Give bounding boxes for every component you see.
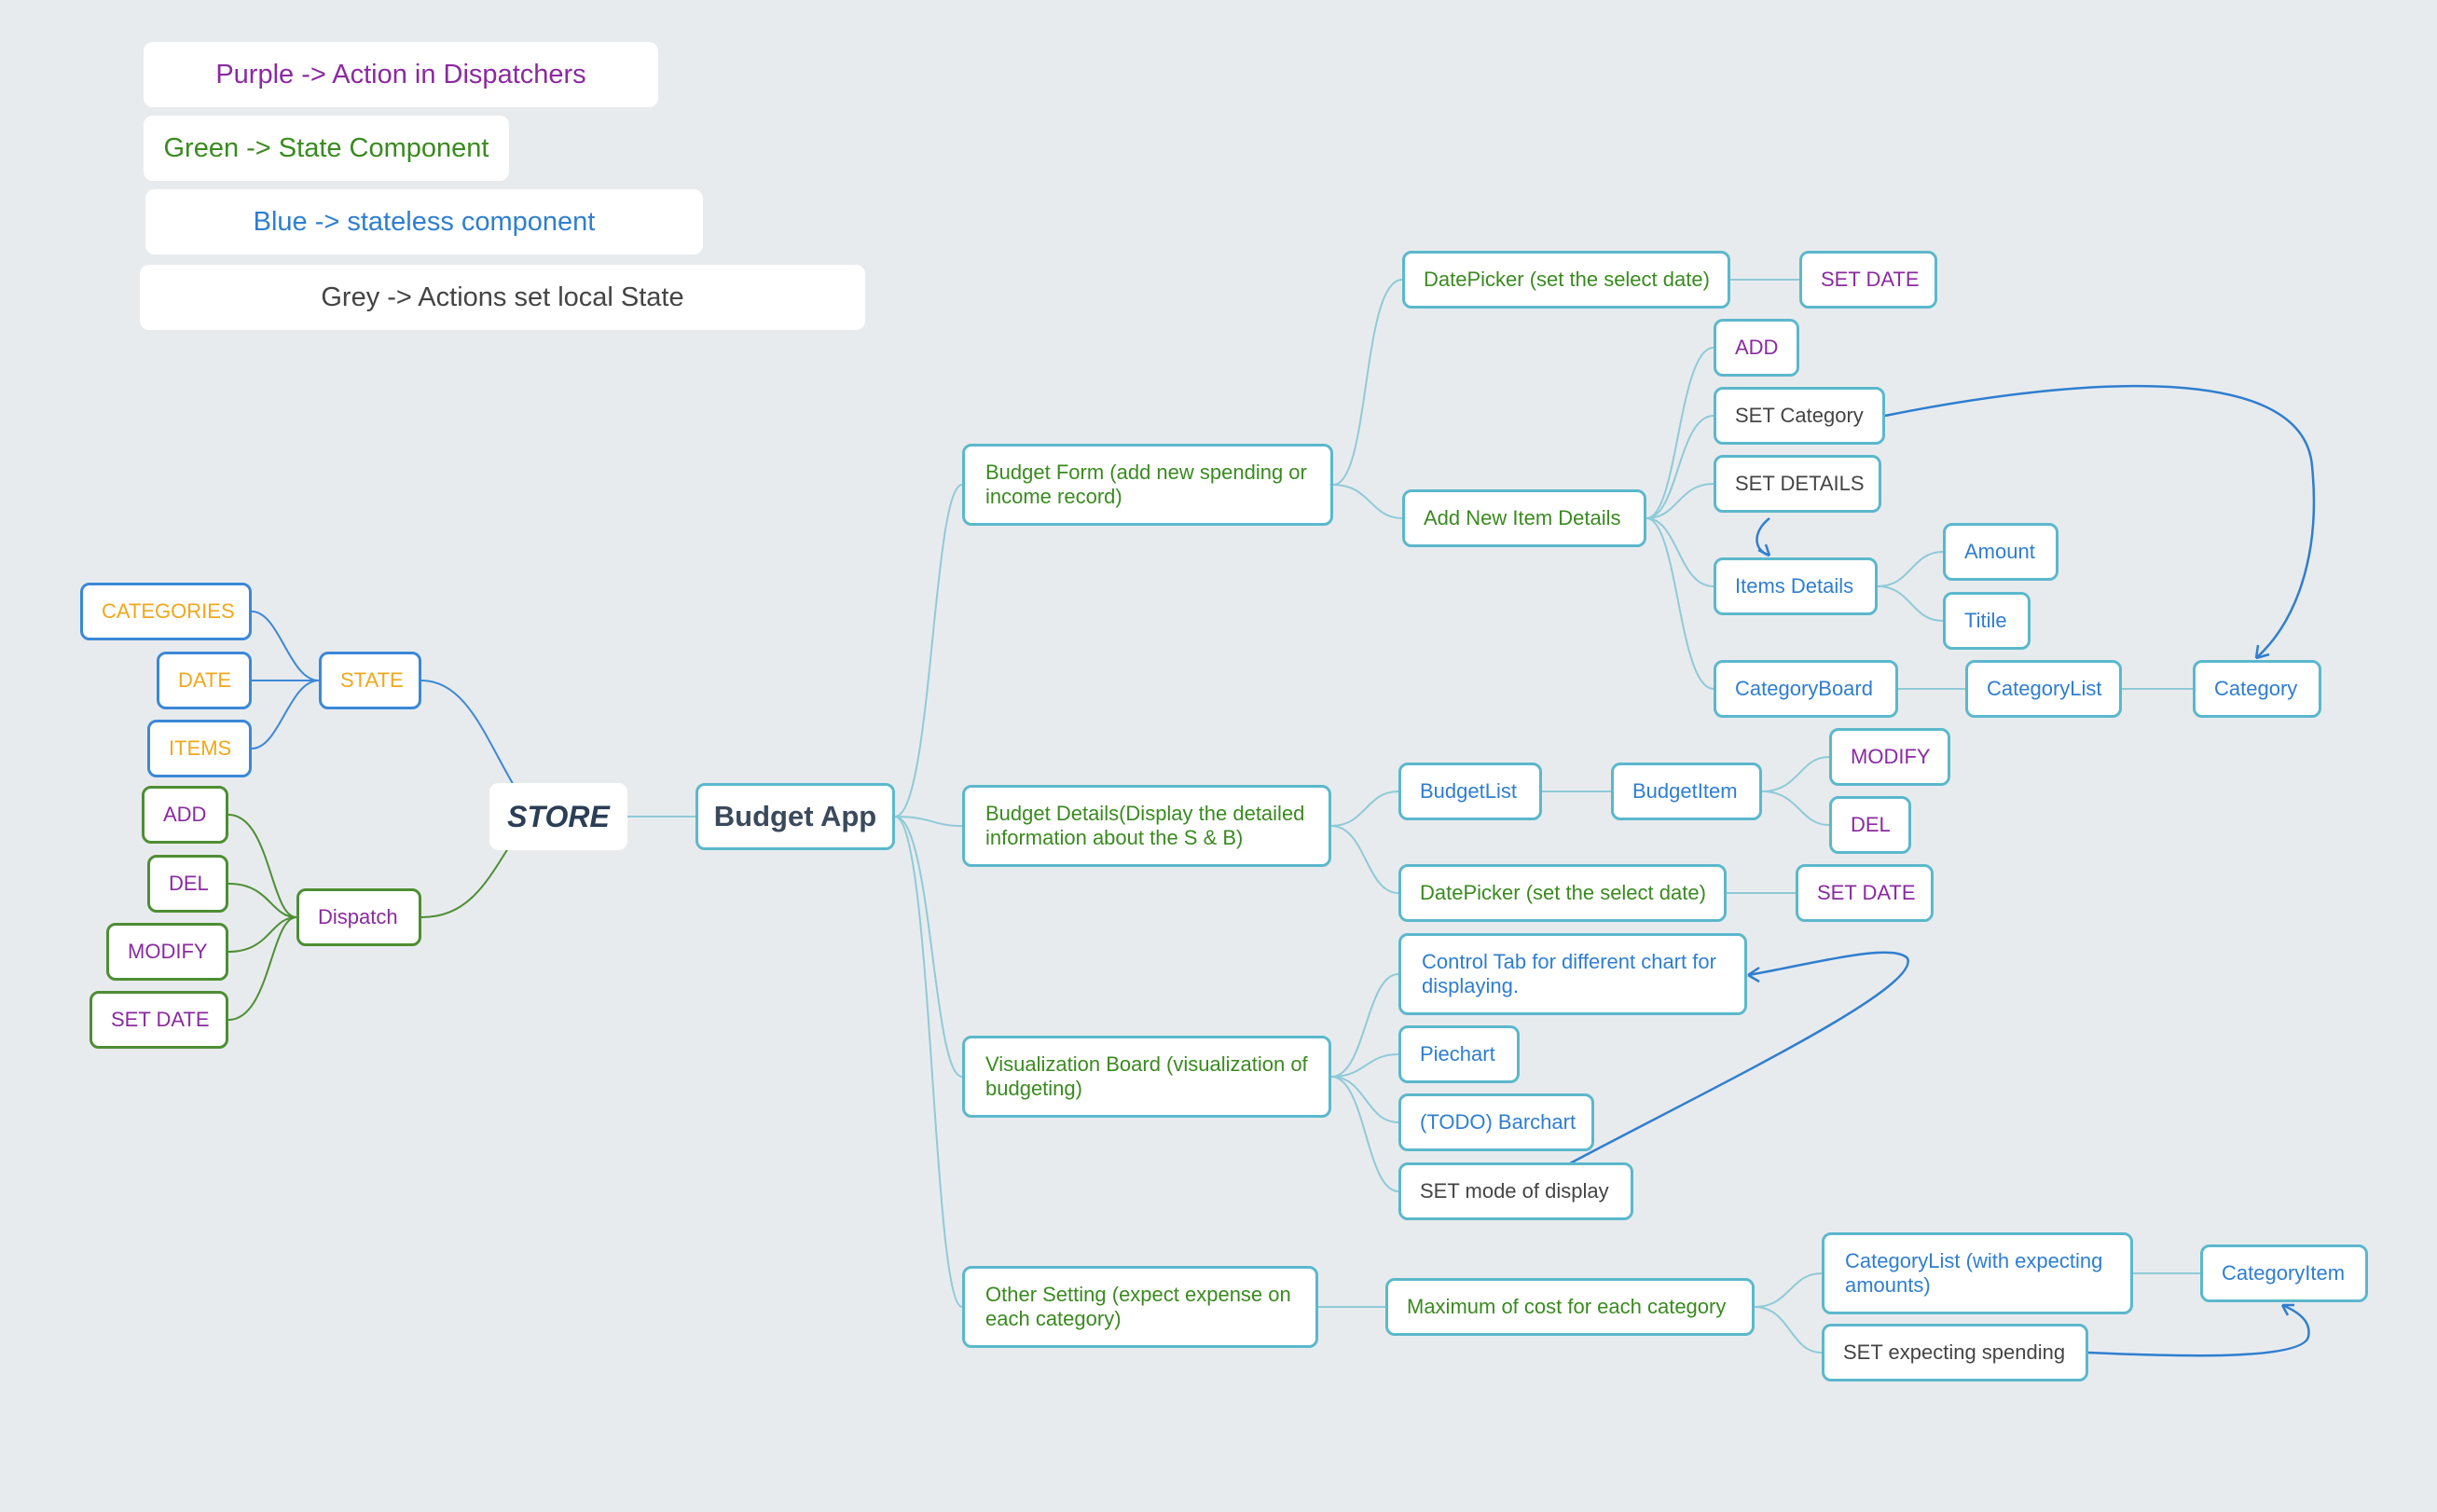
details-datepicker[interactable]: DatePicker (set the select date) (1398, 864, 1727, 922)
add-new-item-details[interactable]: Add New Item Details (1402, 489, 1646, 547)
dispatch-add[interactable]: ADD (142, 786, 228, 844)
budget-list-node[interactable]: BudgetList (1398, 763, 1542, 820)
legend-green: Green -> State Component (144, 116, 509, 181)
legend-grey: Grey -> Actions set local State (140, 265, 865, 330)
budget-details-node[interactable]: Budget Details(Display the detailed info… (962, 785, 1331, 867)
piechart-node[interactable]: Piechart (1398, 1025, 1520, 1083)
category-item-node[interactable]: CategoryItem (2200, 1244, 2368, 1302)
form-datepicker[interactable]: DatePicker (set the select date) (1402, 251, 1730, 309)
budget-app-root[interactable]: Budget App (695, 783, 895, 850)
details-del-action[interactable]: DEL (1829, 796, 1911, 854)
state-categories[interactable]: CATEGORIES (80, 583, 252, 640)
amount-node[interactable]: Amount (1943, 523, 2058, 581)
category-node[interactable]: Category (2193, 660, 2321, 718)
legend-blue: Blue -> stateless component (145, 189, 703, 254)
set-details-action[interactable]: SET DETAILS (1714, 455, 1881, 513)
form-add-action[interactable]: ADD (1714, 319, 1799, 377)
barchart-node[interactable]: (TODO) Barchart (1398, 1093, 1594, 1151)
category-list-node[interactable]: CategoryList (1965, 660, 2122, 718)
state-node[interactable]: STATE (319, 652, 421, 709)
titile-node[interactable]: Titile (1943, 592, 2031, 650)
visualization-board-node[interactable]: Visualization Board (visualization of bu… (962, 1036, 1331, 1118)
other-category-list-node[interactable]: CategoryList (with expecting amounts) (1822, 1232, 2133, 1314)
control-tab-node[interactable]: Control Tab for different chart for disp… (1398, 933, 1747, 1015)
form-set-date[interactable]: SET DATE (1799, 251, 1937, 309)
legend-purple: Purple -> Action in Dispatchers (144, 42, 658, 107)
dispatch-modify[interactable]: MODIFY (106, 923, 228, 981)
set-expecting-action[interactable]: SET expecting spending (1822, 1324, 2088, 1381)
state-items[interactable]: ITEMS (147, 720, 252, 777)
dispatch-set-date[interactable]: SET DATE (89, 991, 228, 1049)
items-details-node[interactable]: Items Details (1714, 557, 1878, 615)
other-setting-node[interactable]: Other Setting (expect expense on each ca… (962, 1266, 1318, 1348)
set-mode-action[interactable]: SET mode of display (1398, 1162, 1633, 1220)
dispatch-del[interactable]: DEL (147, 855, 228, 913)
details-set-date[interactable]: SET DATE (1796, 864, 1934, 922)
max-cost-node[interactable]: Maximum of cost for each category (1385, 1278, 1755, 1336)
budget-form-node[interactable]: Budget Form (add new spending or income … (962, 444, 1333, 526)
set-category-action[interactable]: SET Category (1714, 387, 1885, 445)
category-board-node[interactable]: CategoryBoard (1714, 660, 1898, 718)
state-date[interactable]: DATE (157, 652, 252, 709)
dispatch-node[interactable]: Dispatch (296, 888, 421, 946)
store-node[interactable]: STORE (489, 783, 627, 850)
details-modify-action[interactable]: MODIFY (1829, 728, 1950, 786)
budget-item-node[interactable]: BudgetItem (1611, 763, 1762, 820)
